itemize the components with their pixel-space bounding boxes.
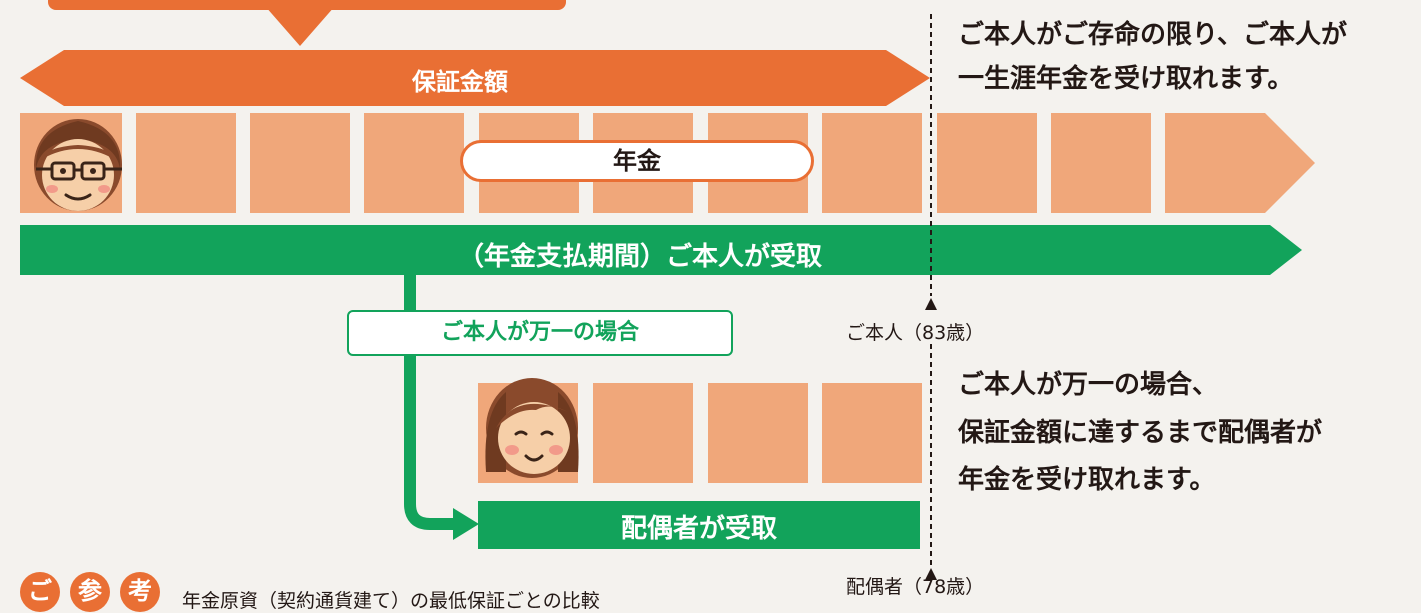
spouse-block-3 [708,383,808,483]
spouse-block-4 [822,383,922,483]
spouse-block-2 [593,383,693,483]
pension-block-8 [822,113,922,213]
note-alive-line-1: ご本人がご存命の限り、ご本人が [958,20,1347,50]
reference-caption: 年金原資（契約通貨建て）の最低保証ごとの比較 [182,590,600,612]
spouse-receive-bar [478,501,920,549]
reference-char-2: 参 [70,572,110,612]
pension-block-arrow [1165,113,1315,213]
reference-char-3: 考 [120,572,160,612]
payment-period-arrow [20,225,1302,275]
note-alive-line-2: 一生涯年金を受け取れます。 [958,64,1294,94]
branch-connector-arrow [404,272,479,540]
marker-spouse-age: 配偶者（78歳） [846,576,985,598]
note-death-line-3: 年金を受け取れます。 [958,465,1216,495]
pension-label: 年金 [613,147,661,175]
age-marker-dashed-line [925,14,937,580]
note-death-line-1: ご本人が万一の場合、 [958,370,1219,400]
pension-block-10 [1051,113,1151,213]
wife-avatar-icon [485,378,579,478]
marker-self-age: ご本人（83歳） [846,322,985,344]
pension-block-9 [937,113,1037,213]
reference-char-1: ご [20,572,60,612]
branch-case-box: ご本人が万一の場合 [347,310,733,356]
top-callout-box [48,0,566,10]
guarantee-amount-label: 保証金額 [412,68,508,96]
pension-block-4 [364,113,464,213]
pension-label-pill: 年金 [460,140,814,182]
spouse-receive-label: 配偶者が受取 [620,514,777,544]
husband-avatar-icon [34,119,122,211]
payment-period-label: （年金支払期間）ご本人が受取 [457,242,822,272]
branch-case-label: ご本人が万一の場合 [440,320,639,345]
callout-pointer [265,6,335,46]
pension-block-2 [136,113,236,213]
note-death-line-2: 保証金額に達するまで配偶者が [958,418,1323,448]
pension-block-3 [250,113,350,213]
guarantee-amount-arrow [20,50,930,106]
